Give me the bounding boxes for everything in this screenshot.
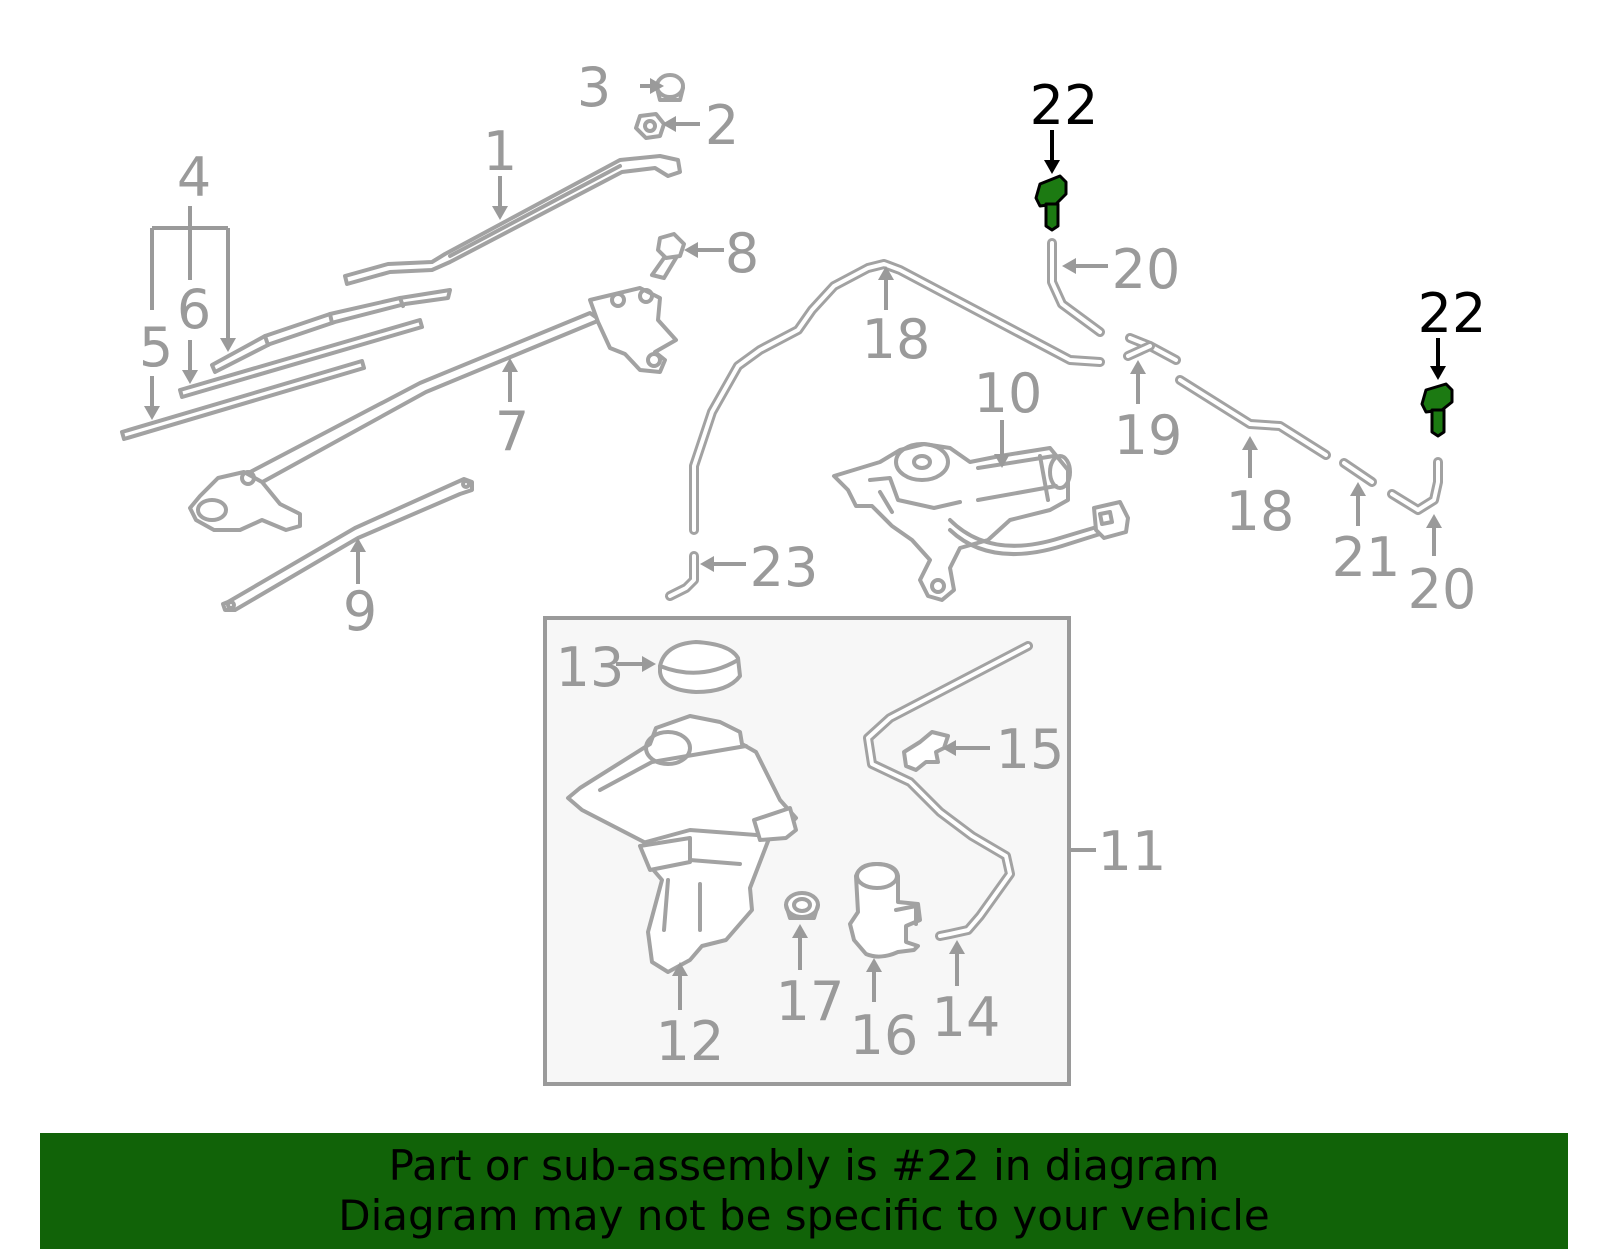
leader-lines: [144, 78, 1446, 1010]
washer-nozzle-upper-part: [1034, 174, 1068, 232]
callout-labels: 1 2 3 4 6 5 7 8 9 10 11 12 13 14 15 16 1…: [139, 56, 1487, 1073]
wiper-arm-part: [343, 154, 682, 286]
callout-20a: 20: [1112, 238, 1181, 301]
washer-hose-18a-part: [689, 259, 1105, 535]
joint-19-part: [1123, 333, 1181, 365]
diagram-canvas: 1 2 3 4 6 5 7 8 9 10 11 12 13 14 15 16 1…: [120, 56, 1487, 1086]
notice-banner: Part or sub-assembly is #22 in diagram D…: [40, 1133, 1568, 1249]
callout-5: 5: [139, 316, 173, 379]
hose-clip-part: [902, 730, 950, 772]
callout-11: 11: [1098, 820, 1167, 883]
hose-20a-part: [1047, 238, 1105, 337]
callout-18a: 18: [862, 308, 931, 371]
blade-insert-6-part: [178, 318, 424, 399]
blade-insert-5-part: [120, 359, 366, 441]
reservoir-tank-part: [566, 714, 798, 974]
washer-hose-18b-part: [1175, 375, 1331, 460]
callout-7: 7: [495, 400, 529, 463]
grommet-part: [784, 891, 820, 920]
bolt-part: [650, 232, 686, 280]
callout-2: 2: [705, 94, 739, 157]
callout-21: 21: [1332, 526, 1401, 589]
callout-9: 9: [343, 580, 377, 643]
reservoir-hose-part: [863, 641, 1033, 941]
wiper-linkage-part: [188, 286, 678, 532]
callout-8: 8: [725, 222, 759, 285]
callout-20b: 20: [1408, 558, 1477, 621]
callout-1: 1: [483, 120, 517, 183]
banner-line-1: Part or sub-assembly is #22 in diagram: [388, 1141, 1220, 1190]
fitting-23-part: [665, 551, 699, 601]
wiper-blade-part: [210, 288, 452, 374]
nut-part: [634, 112, 666, 140]
callout-12: 12: [656, 1010, 725, 1073]
hose-20b-part: [1387, 457, 1443, 515]
callout-23: 23: [750, 536, 819, 599]
callout-15: 15: [996, 718, 1065, 781]
joint-21-part: [1339, 458, 1377, 487]
callout-16: 16: [850, 1004, 919, 1067]
callout-3: 3: [577, 56, 611, 119]
callout-14: 14: [932, 986, 1001, 1049]
callout-22-upper: 22: [1030, 74, 1099, 137]
callout-13: 13: [556, 636, 625, 699]
washer-pump-part: [848, 862, 922, 959]
callout-22-lower: 22: [1418, 282, 1487, 345]
callout-18b: 18: [1226, 480, 1295, 543]
callout-10: 10: [974, 362, 1043, 425]
callout-19: 19: [1114, 404, 1183, 467]
drive-link-part: [221, 477, 474, 612]
reservoir-cap-part: [658, 640, 742, 694]
reservoir-inset-box: [543, 616, 1071, 1086]
banner-line-2: Diagram may not be specific to your vehi…: [338, 1191, 1270, 1240]
callout-17: 17: [776, 970, 845, 1033]
cap-part: [655, 73, 685, 102]
washer-nozzle-lower-part: [1420, 382, 1454, 438]
callout-4: 4: [177, 146, 211, 209]
wiper-motor-part: [832, 442, 1130, 602]
callout-6: 6: [177, 278, 211, 341]
